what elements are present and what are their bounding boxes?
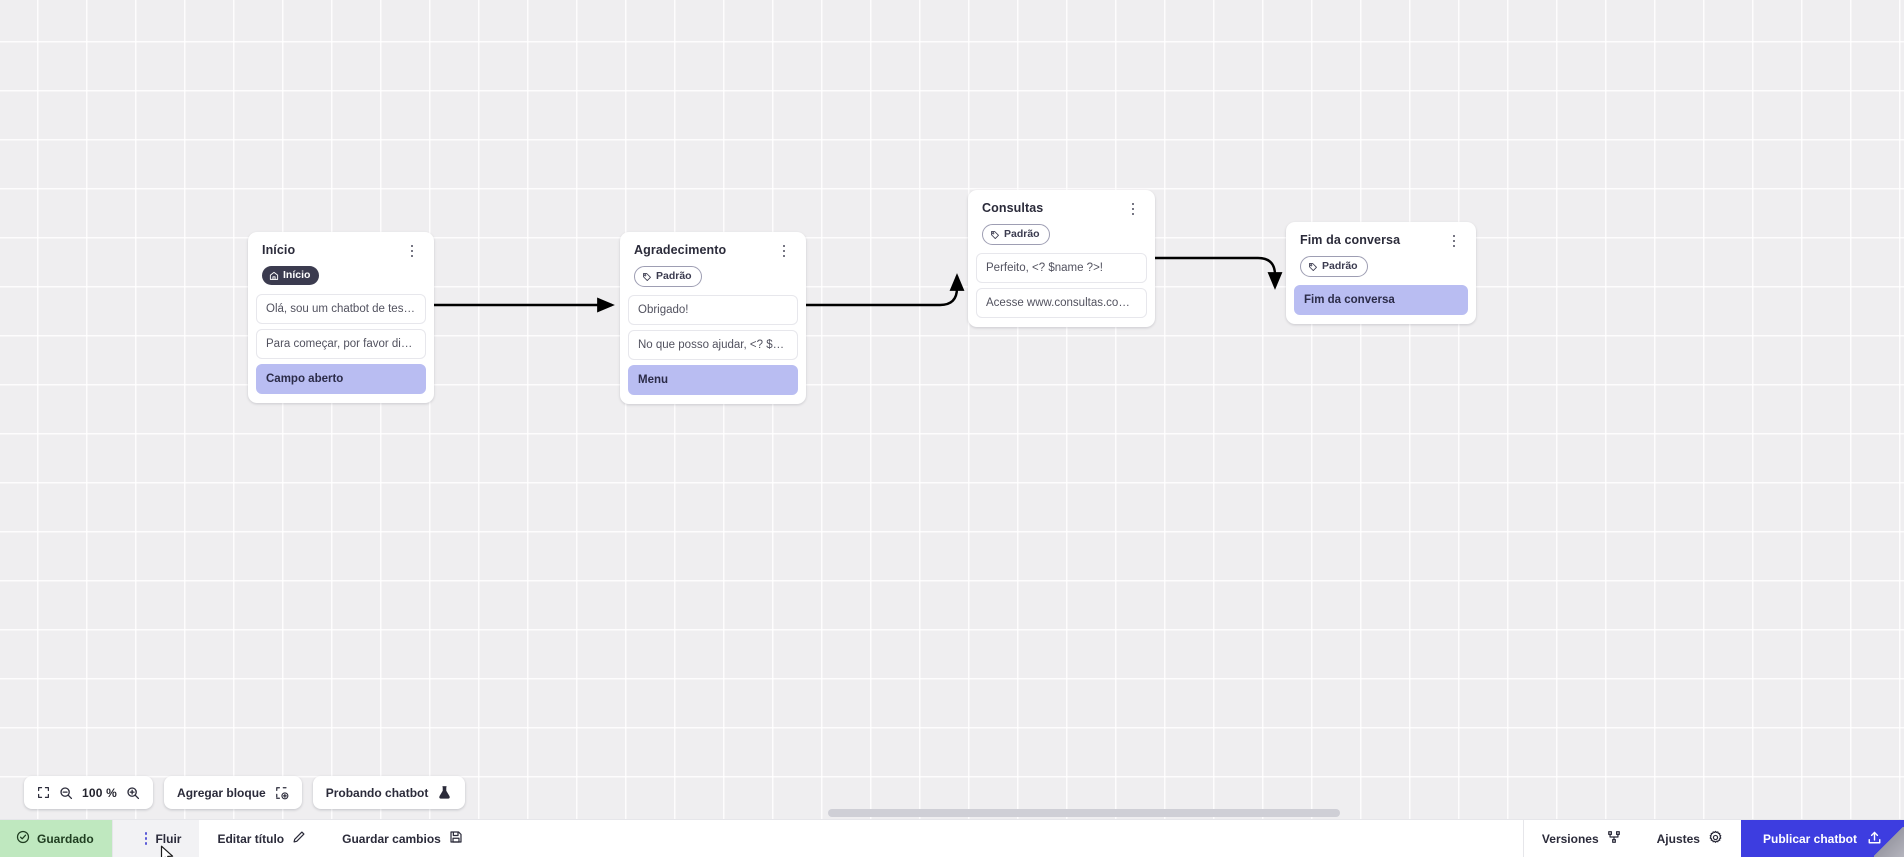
node-title: Início xyxy=(262,243,296,257)
branch-icon xyxy=(1607,830,1621,847)
node-badge-label: Padrão xyxy=(1004,228,1040,240)
node-title: Consultas xyxy=(982,201,1044,215)
node-row[interactable]: Olá, sou um chatbot de teste! xyxy=(256,293,426,324)
node-title: Fim da conversa xyxy=(1300,233,1401,247)
node-badge-label: Início xyxy=(283,269,311,281)
settings-button[interactable]: Ajustes xyxy=(1639,820,1741,857)
flow-more-vertical-icon[interactable] xyxy=(131,831,148,846)
tag-icon xyxy=(990,230,1000,240)
node-badge-default[interactable]: Padrão xyxy=(982,224,1050,245)
node-header: Consultas xyxy=(976,199,1147,218)
edit-title-label: Editar título xyxy=(217,831,285,846)
flow-node-consultas[interactable]: Consultas Padrão Perfeito, <? $name ?>! … xyxy=(968,190,1155,327)
node-badge-label: Padrão xyxy=(1322,260,1358,272)
node-rows: Olá, sou um chatbot de teste! Para começ… xyxy=(256,293,426,394)
node-rows: Obrigado! No que posso ajudar, <? $name … xyxy=(628,295,798,395)
node-menu-more-vertical-icon[interactable] xyxy=(776,242,792,260)
save-icon xyxy=(449,830,463,847)
add-block-button[interactable]: Agregar bloque xyxy=(164,776,302,809)
node-badge-row: Padrão xyxy=(628,260,798,295)
gear-icon xyxy=(1708,830,1723,848)
flow-canvas[interactable]: Início Início Olá, sou um chatbot de tes… xyxy=(0,0,1904,819)
node-badge-label: Padrão xyxy=(656,270,692,282)
node-row-highlighted[interactable]: Fim da conversa xyxy=(1294,285,1468,315)
zoom-out-icon[interactable] xyxy=(59,786,73,800)
node-header: Agradecimento xyxy=(628,241,798,260)
node-badge-default[interactable]: Padrão xyxy=(1300,256,1368,277)
scrollbar-thumb[interactable] xyxy=(828,809,1340,817)
pencil-icon xyxy=(292,830,306,847)
node-title: Agradecimento xyxy=(634,243,727,257)
save-changes-button[interactable]: Guardar cambios xyxy=(324,820,481,857)
tag-icon xyxy=(1308,262,1318,272)
test-chatbot-button[interactable]: Probando chatbot xyxy=(312,776,466,809)
divider xyxy=(111,820,113,857)
check-circle-icon xyxy=(16,830,30,847)
node-row[interactable]: No que posso ajudar, <? $name ... xyxy=(628,330,798,360)
flow-node-agradecimento[interactable]: Agradecimento Padrão Obrigado! No que po… xyxy=(620,232,806,404)
settings-label: Ajustes xyxy=(1656,831,1700,846)
flow-node-inicio[interactable]: Início Início Olá, sou um chatbot de tes… xyxy=(248,232,434,403)
zoom-controls: 100 % xyxy=(24,776,154,809)
node-menu-more-vertical-icon[interactable] xyxy=(1446,232,1462,250)
node-badge-row: Início xyxy=(256,260,426,294)
test-chatbot-label: Probando chatbot xyxy=(325,785,429,800)
add-block-label: Agregar bloque xyxy=(177,785,266,800)
saved-status-badge: Guardado xyxy=(0,820,112,857)
edge-agradecimento-to-consultas xyxy=(806,273,965,307)
canvas-toolbar: 100 % Agregar bloque Probando chatbo xyxy=(24,776,466,809)
publish-label: Publicar chatbot xyxy=(1762,831,1857,846)
flow-label: Fluir xyxy=(155,831,182,846)
node-badge-row: Padrão xyxy=(976,218,1147,253)
node-badge-row: Padrão xyxy=(1294,250,1468,285)
edit-title-button[interactable]: Editar título xyxy=(199,820,324,857)
fit-screen-icon[interactable] xyxy=(37,786,50,799)
node-row[interactable]: Perfeito, <? $name ?>! xyxy=(976,253,1147,283)
node-menu-more-vertical-icon[interactable] xyxy=(1125,200,1141,218)
node-header: Início xyxy=(256,241,426,260)
flow-tab[interactable]: Fluir xyxy=(112,820,200,857)
versions-button[interactable]: Versiones xyxy=(1524,820,1639,857)
zoom-level-value: 100 % xyxy=(82,785,118,800)
node-row[interactable]: Obrigado! xyxy=(628,295,798,325)
node-header: Fim da conversa xyxy=(1294,231,1468,250)
home-icon xyxy=(269,271,279,281)
node-row-highlighted[interactable]: Menu xyxy=(628,365,798,395)
upload-icon xyxy=(1867,830,1882,848)
node-row-highlighted[interactable]: Campo aberto xyxy=(256,363,426,394)
saved-label: Guardado xyxy=(37,831,94,846)
node-rows: Perfeito, <? $name ?>! Acesse www.consul… xyxy=(976,253,1147,318)
canvas-horizontal-scrollbar[interactable] xyxy=(0,808,1904,819)
tag-icon xyxy=(642,272,652,282)
divider xyxy=(1522,820,1524,857)
flow-node-fim-da-conversa[interactable]: Fim da conversa Padrão Fim da conversa xyxy=(1286,222,1476,324)
bottom-status-bar: Guardado Fluir Editar título Guardar cam… xyxy=(0,819,1904,857)
save-changes-label: Guardar cambios xyxy=(342,831,441,846)
flow-connectors xyxy=(434,256,1283,313)
node-badge-default[interactable]: Padrão xyxy=(634,266,702,287)
publish-chatbot-button[interactable]: Publicar chatbot xyxy=(1740,820,1904,857)
add-block-icon xyxy=(275,786,289,800)
zoom-in-icon[interactable] xyxy=(126,786,140,800)
versions-label: Versiones xyxy=(1541,831,1599,846)
flask-icon xyxy=(437,785,452,800)
node-row[interactable]: Para começar, por favor digite o ... xyxy=(256,328,426,359)
node-badge-start[interactable]: Início xyxy=(262,266,320,285)
node-menu-more-vertical-icon[interactable] xyxy=(404,242,420,260)
spacer xyxy=(481,820,1523,857)
edge-consultas-to-fim xyxy=(1155,256,1283,290)
node-rows: Fim da conversa xyxy=(1294,285,1468,315)
node-row[interactable]: Acesse www.consultas.com par... xyxy=(976,288,1147,318)
